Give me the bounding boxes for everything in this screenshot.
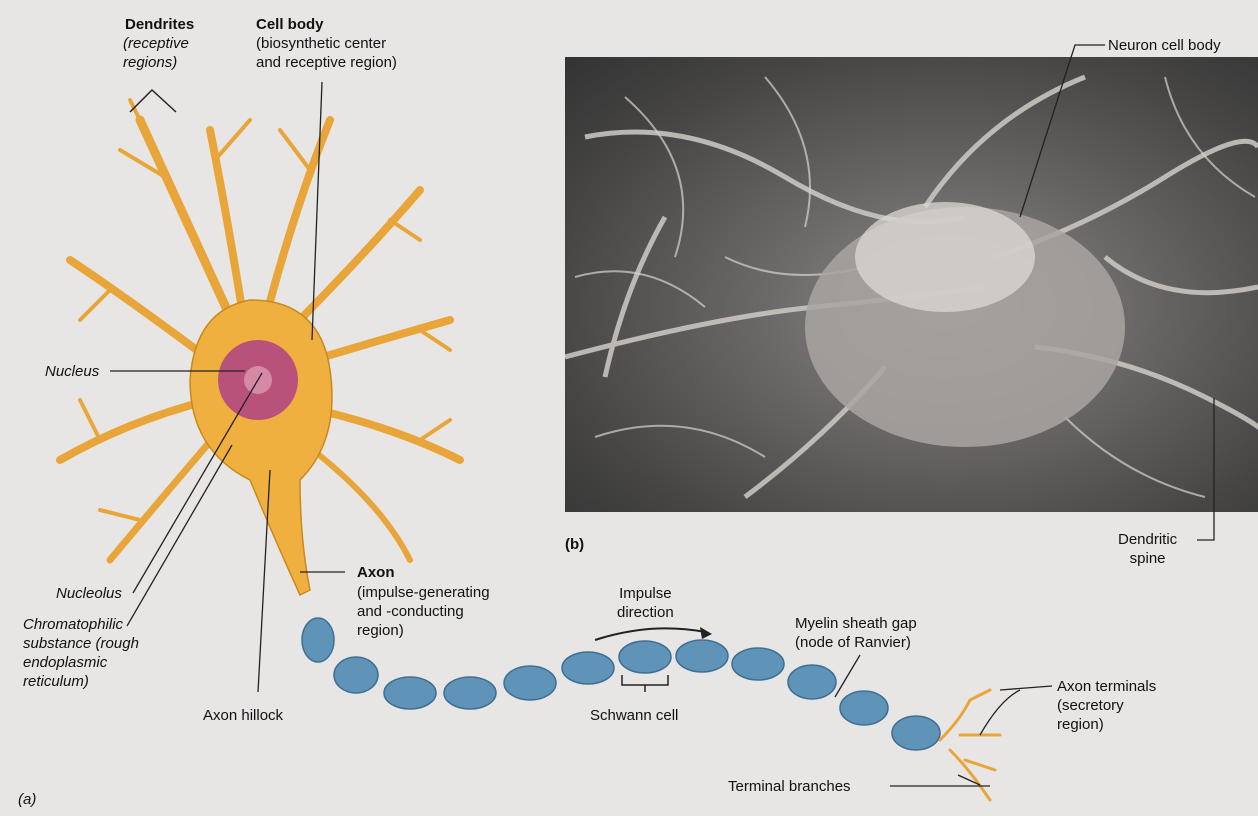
dendrites-bracket [130,90,176,112]
label-axon-sub: (impulse-generating and -conducting regi… [357,583,490,640]
label-schwann-cell: Schwann cell [590,706,678,725]
label-neuron-cell-body: Neuron cell body [1108,36,1221,55]
label-nucleus: Nucleus [45,362,99,381]
axon-terminals-shape [940,690,1000,800]
label-chromatophilic: Chromatophilic substance (rough endoplas… [23,615,139,691]
label-nucleolus: Nucleolus [56,584,122,603]
label-terminal-branches: Terminal branches [728,777,851,796]
panel-label-a: (a) [18,790,36,809]
label-dendrites: Dendrites [125,15,194,34]
schwann-bracket [622,675,668,692]
label-dendritic-spine: Dendritic spine [1118,530,1177,568]
label-axon: Axon [357,563,395,582]
label-impulse-direction: Impulse direction [617,584,674,622]
label-axon-hillock: Axon hillock [203,706,283,725]
impulse-arrow [595,628,705,640]
label-cell-body: Cell body [256,15,324,34]
label-myelin-gap: Myelin sheath gap (node of Ranvier) [795,614,917,652]
panel-label-b: (b) [565,535,584,554]
label-cell-body-sub: (biosynthetic center and receptive regio… [256,34,397,72]
label-axon-terminals: Axon terminals (secretory region) [1057,677,1156,734]
label-dendrites-sub: (receptive regions) [123,34,189,72]
